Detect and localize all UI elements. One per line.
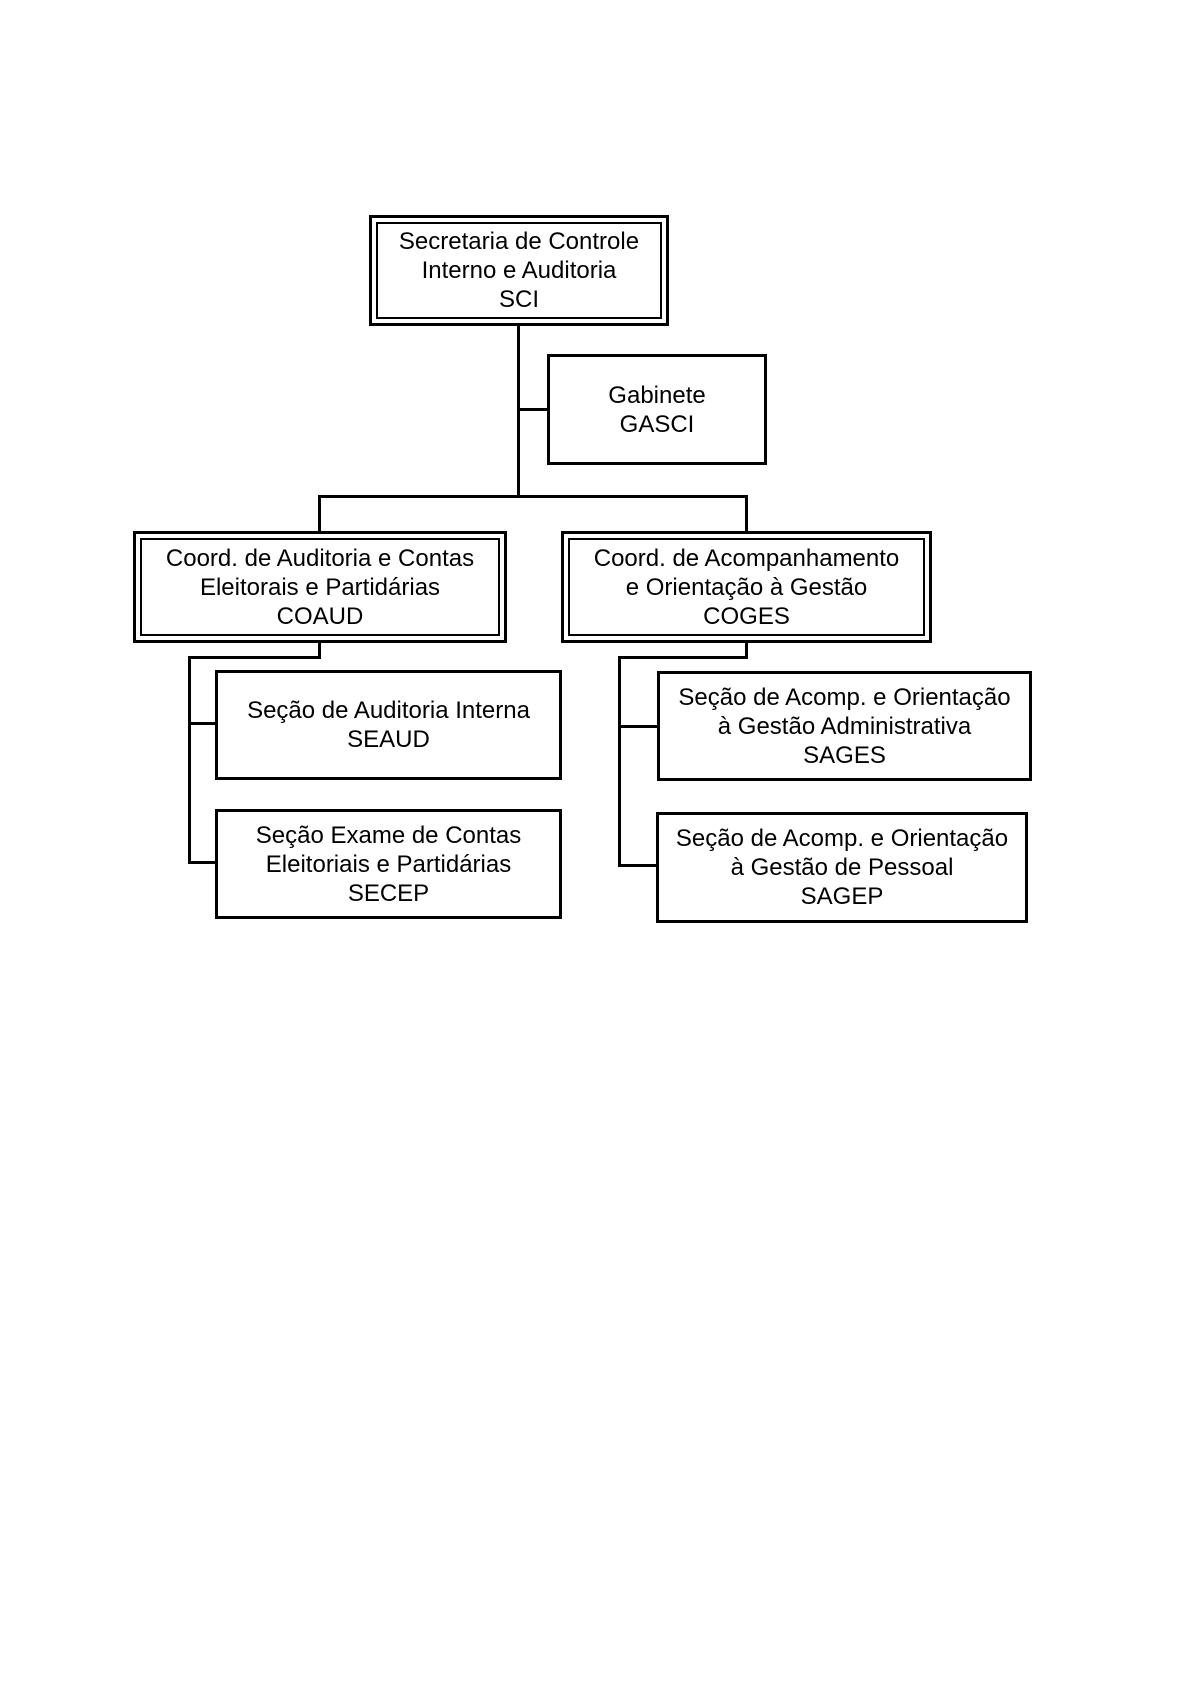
org-box-sages-inner: Seção de Acomp. e Orientação à Gestão Ad… bbox=[660, 674, 1029, 778]
org-box-seaud-title: Seção de Auditoria Interna bbox=[247, 697, 530, 724]
org-box-coges: Coord. de Acompanhamento e Orientação à … bbox=[561, 531, 932, 643]
org-box-seaud-acronym: SEAUD bbox=[347, 726, 430, 753]
connector-coges-trunk bbox=[618, 656, 621, 867]
org-box-seaud-inner: Seção de Auditoria Interna SEAUD bbox=[218, 673, 559, 777]
connector-coges-elbow bbox=[618, 656, 748, 659]
org-box-gasci: Gabinete GASCI bbox=[547, 354, 767, 465]
org-box-coaud-title: Coord. de Auditoria e Contas bbox=[165, 544, 475, 572]
org-box-seaud: Seção de Auditoria Interna SEAUD bbox=[215, 670, 562, 780]
org-box-coaud-inner: Coord. de Auditoria e Contas Eleitorais … bbox=[140, 538, 500, 636]
org-box-sagep: Seção de Acomp. e Orientação à Gestão de… bbox=[656, 812, 1028, 923]
org-box-secep-inner: Seção Exame de Contas Eleitoriais e Part… bbox=[218, 812, 559, 916]
org-box-secep-title2: Eleitoriais e Partidárias bbox=[265, 850, 512, 878]
org-box-secep-acronym: SECEP bbox=[347, 879, 430, 907]
org-box-sages: Seção de Acomp. e Orientação à Gestão Ad… bbox=[657, 671, 1032, 781]
connector-secep-stub bbox=[191, 861, 217, 864]
org-box-gasci-title: Gabinete bbox=[608, 381, 706, 409]
org-box-sagep-title2: à Gestão de Pessoal bbox=[730, 854, 954, 881]
connector-sci-trunk bbox=[517, 326, 520, 498]
org-box-sci: Secretaria de Controle Interno e Auditor… bbox=[369, 215, 669, 326]
org-box-sci-inner: Secretaria de Controle Interno e Auditor… bbox=[376, 222, 662, 319]
org-box-sci-title2: Interno e Auditoria bbox=[421, 257, 617, 284]
connector-branch-horizontal bbox=[318, 495, 748, 498]
org-box-coaud-title2: Eleitorais e Partidárias bbox=[199, 573, 441, 601]
org-box-secep-title: Seção Exame de Contas bbox=[255, 821, 522, 849]
org-box-sages-title: Seção de Acomp. e Orientação bbox=[678, 683, 1011, 711]
org-box-coges-title: Coord. de Acompanhamento bbox=[593, 544, 900, 572]
org-box-coges-acronym: COGES bbox=[703, 602, 790, 630]
connector-coaud-stub-down bbox=[318, 643, 321, 659]
org-box-coaud: Coord. de Auditoria e Contas Eleitorais … bbox=[133, 531, 507, 643]
org-box-sages-title2: à Gestão Administrativa bbox=[717, 712, 972, 740]
org-box-sages-acronym: SAGES bbox=[803, 741, 886, 769]
connector-coaud-elbow bbox=[188, 656, 321, 659]
org-box-sci-title: Secretaria de Controle bbox=[398, 228, 640, 255]
org-box-gasci-acronym: GASCI bbox=[619, 410, 695, 438]
org-box-sagep-inner: Seção de Acomp. e Orientação à Gestão de… bbox=[659, 815, 1025, 920]
connector-sages-stub bbox=[621, 725, 659, 728]
connector-coaud-drop bbox=[318, 495, 321, 532]
org-box-coaud-acronym: COAUD bbox=[276, 602, 364, 630]
connector-seaud-stub bbox=[191, 722, 217, 725]
connector-gasci-stub bbox=[517, 408, 549, 411]
connector-sagep-stub bbox=[621, 864, 658, 867]
org-box-secep: Seção Exame de Contas Eleitoriais e Part… bbox=[215, 809, 562, 919]
org-box-coges-title2: e Orientação à Gestão bbox=[625, 573, 868, 601]
org-box-sagep-title: Seção de Acomp. e Orientação bbox=[675, 825, 1009, 852]
org-box-gasci-inner: Gabinete GASCI bbox=[550, 357, 764, 462]
org-box-sci-acronym: SCI bbox=[498, 286, 539, 313]
connector-coges-drop bbox=[745, 495, 748, 532]
org-box-coges-inner: Coord. de Acompanhamento e Orientação à … bbox=[568, 538, 925, 636]
connector-coaud-trunk bbox=[188, 656, 191, 864]
connector-coges-stub-down bbox=[745, 643, 748, 659]
org-box-sagep-acronym: SAGEP bbox=[800, 883, 884, 910]
